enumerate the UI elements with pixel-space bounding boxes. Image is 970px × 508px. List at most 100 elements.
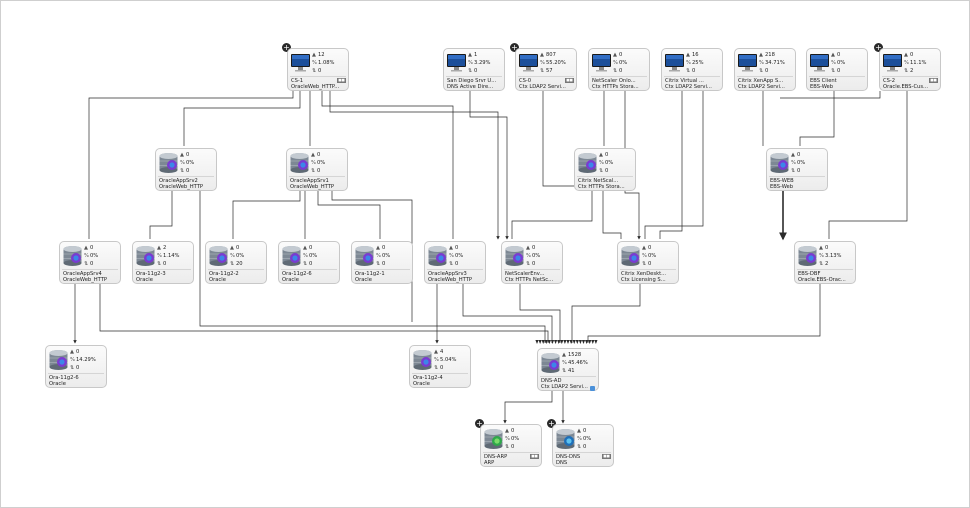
group-badge-icon[interactable]: ■■: [602, 454, 611, 459]
node-service: ARP: [484, 460, 495, 466]
node-name: OracleAppSrv1: [290, 178, 329, 184]
percent-icon: %: [562, 360, 567, 366]
utilization-value: 0%: [648, 253, 657, 259]
warning-triangle-icon: ▲: [180, 152, 184, 158]
inbound-arrowhead: [594, 340, 598, 344]
utilization-value: 0%: [532, 253, 541, 259]
database-server-icon: [555, 428, 576, 449]
alert-count: 0: [605, 152, 609, 158]
node-ora11g21[interactable]: ▲0 %0% ⇅0 Ora-11g2-1 Oracle: [351, 241, 413, 284]
node-ora11g22[interactable]: ▲0 %0% ⇅20 Ora-11g2-2 Oracle: [205, 241, 267, 284]
database-server-icon: [62, 245, 83, 266]
connector-e1: [183, 91, 301, 146]
node-service: Ctx Licensing S...: [621, 277, 666, 283]
connector-e23: [199, 191, 546, 343]
percent-icon: %: [505, 436, 510, 442]
node-oracleAppSrv4[interactable]: ▲0 %0% ⇅0 OracleAppSrv4 OracleWeb_HTTP: [59, 241, 121, 284]
node-ora11g26a[interactable]: ▲0 %0% ⇅0 Ora-11g2-6 Oracle: [278, 241, 340, 284]
connection-count: 0: [648, 261, 652, 267]
node-cs0[interactable]: ▲807 %55.20% ⇅57 CS-0 Ctx LDAP2 Servi...…: [515, 48, 577, 91]
database-server-icon: [48, 349, 69, 370]
node-service: Oracle.EBS-Cus...: [883, 84, 928, 90]
node-oracleAppSrv3[interactable]: ▲0 %0% ⇅0 OracleAppSrv3 OracleWeb_HTTP: [424, 241, 486, 284]
utilization-value: 14.29%: [76, 357, 96, 363]
alert-count: 0: [90, 245, 94, 251]
group-badge-icon[interactable]: ■■: [530, 454, 539, 459]
expand-plus-icon[interactable]: +: [874, 43, 883, 52]
node-cs1[interactable]: ▲12 %1.08% ⇅0 CS-1 OracleWeb_HTTP... ■■: [287, 48, 349, 91]
database-server-icon: [354, 245, 375, 266]
percent-icon: %: [759, 60, 764, 66]
connection-count: 2: [910, 68, 914, 74]
connection-count: 0: [511, 444, 515, 450]
node-service: Ctx HTTPs NetSc...: [505, 277, 554, 283]
node-sanDiegoServer[interactable]: ▲1 %3.29% ⇅0 San Diego Srvr U... DNS Act…: [443, 48, 505, 91]
node-ora11g26b[interactable]: ▲0 %14.29% ⇅0 Ora-11g2-6 Oracle: [45, 345, 107, 388]
divider: [882, 76, 938, 77]
alert-count: 0: [76, 349, 80, 355]
desktop-computer-icon: [518, 52, 539, 73]
alert-count: 4: [440, 349, 444, 355]
connections-icon: ⇅: [312, 68, 317, 74]
group-badge-icon[interactable]: ■■: [565, 78, 574, 83]
connector-e5: [329, 91, 500, 240]
node-service: Oracle: [136, 277, 153, 283]
node-oracleAppSrv1[interactable]: ▲0 %0% ⇅0 OracleAppSrv1 OracleWeb_HTTP: [286, 148, 348, 191]
node-citrixNetScaler[interactable]: ▲0 %0% ⇅0 Citrix NetScal... Ctx HTTPs St…: [574, 148, 636, 191]
node-dnsArp[interactable]: ▲0 %0% ⇅0 DNS-ARP ARP ■■: [480, 424, 542, 467]
connections-icon: ⇅: [157, 261, 162, 267]
utilization-value: 3.29%: [474, 60, 491, 66]
group-badge-icon[interactable]: ■■: [337, 78, 346, 83]
connector-e4: [321, 91, 454, 239]
expand-plus-icon[interactable]: +: [282, 43, 291, 52]
expand-plus-icon[interactable]: +: [547, 419, 556, 428]
node-dnsAd[interactable]: ▲1528 %45.46% ⇅41 DNS-AD Ctx LDAP2 Servi…: [537, 348, 599, 391]
node-citrixXenDeskt[interactable]: ▲0 %0% ⇅0 Citrix XenDeskt... Ctx Licensi…: [617, 241, 679, 284]
node-ora11g23[interactable]: ▲2 %1.14% ⇅0 Ora-11g2-3 Oracle: [132, 241, 194, 284]
divider: [290, 76, 346, 77]
node-name: OracleAppSrv2: [159, 178, 198, 184]
expand-plus-icon[interactable]: +: [510, 43, 519, 52]
percent-icon: %: [791, 160, 796, 166]
warning-triangle-icon: ▲: [303, 245, 307, 251]
utilization-value: 0%: [583, 436, 592, 442]
node-service: Oracle: [209, 277, 226, 283]
node-service: OracleWeb_HTTP: [290, 184, 335, 190]
connector-e26: [99, 284, 549, 343]
info-square-icon[interactable]: [590, 386, 595, 391]
node-name: DNS-ARP: [484, 454, 508, 460]
node-netScalerEnv[interactable]: ▲0 %0% ⇅0 NetScalerEnv... Ctx HTTPs NetS…: [501, 241, 563, 284]
alert-count: 0: [317, 152, 321, 158]
connector-e14: [828, 91, 908, 239]
warning-triangle-icon: ▲: [831, 52, 835, 58]
node-ora11g24[interactable]: ▲4 %5.04% ⇅0 Ora-11g2-4 Oracle: [409, 345, 471, 388]
utilization-value: 0%: [511, 436, 520, 442]
inbound-arrowhead: [575, 340, 579, 344]
connections-icon: ⇅: [791, 168, 796, 174]
node-ebsDbf[interactable]: ▲0 %3.13% ⇅2 EBS-DBF Oracle.EBS-Orac...: [794, 241, 856, 284]
node-service: EBS-Web: [810, 84, 834, 90]
node-name: CS-1: [291, 78, 304, 84]
alert-count: 218: [765, 52, 775, 58]
node-citrixVirtual[interactable]: ▲16 %25% ⇅0 Citrix Virtual ... Ctx LDAP2…: [661, 48, 723, 91]
node-name: Ora-11g2-2: [209, 271, 239, 277]
expand-plus-icon[interactable]: +: [475, 419, 484, 428]
percent-icon: %: [376, 253, 381, 259]
database-server-icon: [577, 152, 598, 173]
percent-icon: %: [686, 60, 691, 66]
group-badge-icon[interactable]: ■■: [929, 78, 938, 83]
node-oracleAppSrv2[interactable]: ▲0 %0% ⇅0 OracleAppSrv2 OracleWeb_HTTP: [155, 148, 217, 191]
inbound-arrowhead: [541, 340, 545, 344]
node-netScalerOnlo[interactable]: ▲0 %0% ⇅0 NetScaler Onlo... Ctx HTTPs St…: [588, 48, 650, 91]
node-ebsClient[interactable]: ▲0 %0% ⇅0 EBS Client EBS-Web: [806, 48, 868, 91]
database-server-icon: [135, 245, 156, 266]
node-citrixXenApp[interactable]: ▲218 %34.71% ⇅0 Citrix XenApp S... Ctx L…: [734, 48, 796, 91]
alert-count: 0: [455, 245, 459, 251]
node-dnsDns[interactable]: ▲0 %0% ⇅0 DNS-DNS DNS ■■: [552, 424, 614, 467]
utilization-value: 0%: [186, 160, 195, 166]
node-ebsWeb[interactable]: ▲0 %0% ⇅0 EBS-WEB EBS-Web: [766, 148, 828, 191]
node-cs2[interactable]: ▲0 %11.1% ⇅2 CS-2 Oracle.EBS-Cus... ■■: [879, 48, 941, 91]
warning-triangle-icon: ▲: [540, 52, 544, 58]
percent-icon: %: [642, 253, 647, 259]
utilization-value: 0%: [236, 253, 245, 259]
